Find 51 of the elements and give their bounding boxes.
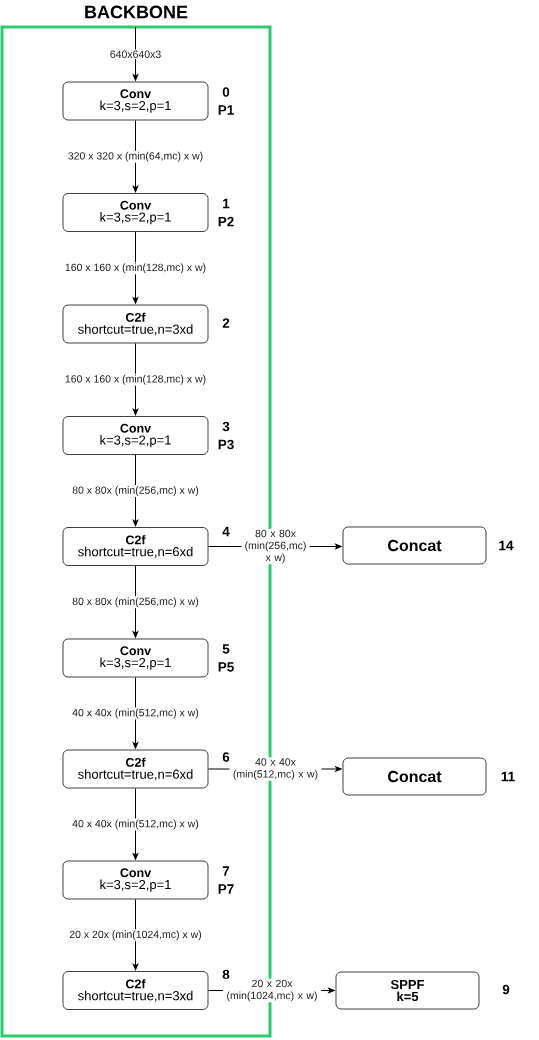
arrow [132,342,139,416]
side-label: 4 [222,526,230,537]
edge-label: 40 x 40x (min(512,mc) x w) [71,818,200,831]
edge-label: 320 x 320 x (min(64,mc) x w) [66,150,205,163]
side-label: 3 [222,421,230,432]
side-label: 7 [222,866,230,876]
side-label: P5 [218,662,234,672]
side-label: P1 [218,105,234,115]
side-label: 11 [501,771,515,782]
arrow [132,454,139,527]
layer-box: Conv k=3,s=2,p=1 [62,81,209,121]
layer-box: Conv k=3,s=2,p=1 [62,638,209,678]
edge-label: 40 x 40x (min(512,mc) x w) [71,707,200,720]
arrow [132,231,139,304]
side-label: P2 [218,216,234,227]
edge-label: 160 x 160 x (min(128,mc) x w) [63,373,208,386]
layer-box: Conv k=3,s=2,p=1 [62,193,209,232]
edge-label: 20 x 20x (min(1024,mc) x w) [223,978,321,1003]
side-label: P7 [218,884,234,894]
side-label: 1 [223,198,230,209]
edge-label: 80 x 80x (min(256,mc) x w) [71,596,200,609]
group-title: BACKBONE [85,5,188,19]
edge-label: 80 x 80x (min(256,mc) x w) [71,485,200,497]
arrow [132,787,139,860]
side-label: 8 [222,969,230,980]
side-label: P3 [218,439,234,450]
layer-box: C2f shortcut=true,n=3xd [62,971,209,1010]
arrow [132,565,139,638]
layer-box: C2f shortcut=true,n=3xd [62,304,209,344]
side-label: 6 [222,752,230,762]
layer-box: SPPF k=5 [335,971,480,1010]
side-label: 14 [499,540,514,551]
side-label: 2 [222,318,230,328]
arrow [132,119,139,193]
layer-box: Concat [342,757,487,796]
side-label: 9 [502,984,510,995]
layer-box: Conv k=3,s=2,p=1 [62,860,209,900]
edge-label: 640x640x3 [108,49,163,59]
side-label: 5 [222,644,230,654]
arrow [132,26,139,81]
arrow [132,898,139,971]
layer-box: Concat [342,526,487,565]
layer-box: Conv k=3,s=2,p=1 [62,416,209,455]
side-label: 0 [222,87,230,97]
edge-label: 160 x 160 x (min(128,mc) x w) [63,262,208,275]
arrow [132,676,139,749]
layer-box: C2f shortcut=true,n=6xd [62,527,209,566]
edge-label: 40 x 40x (min(512,mc) x w) [229,757,322,781]
edge-label: 20 x 20x (min(1024,mc) x w) [68,929,203,942]
edge-label: 80 x 80x (min(256,mc) x w) [241,528,310,565]
layer-box: C2f shortcut=true,n=6xd [62,749,209,789]
